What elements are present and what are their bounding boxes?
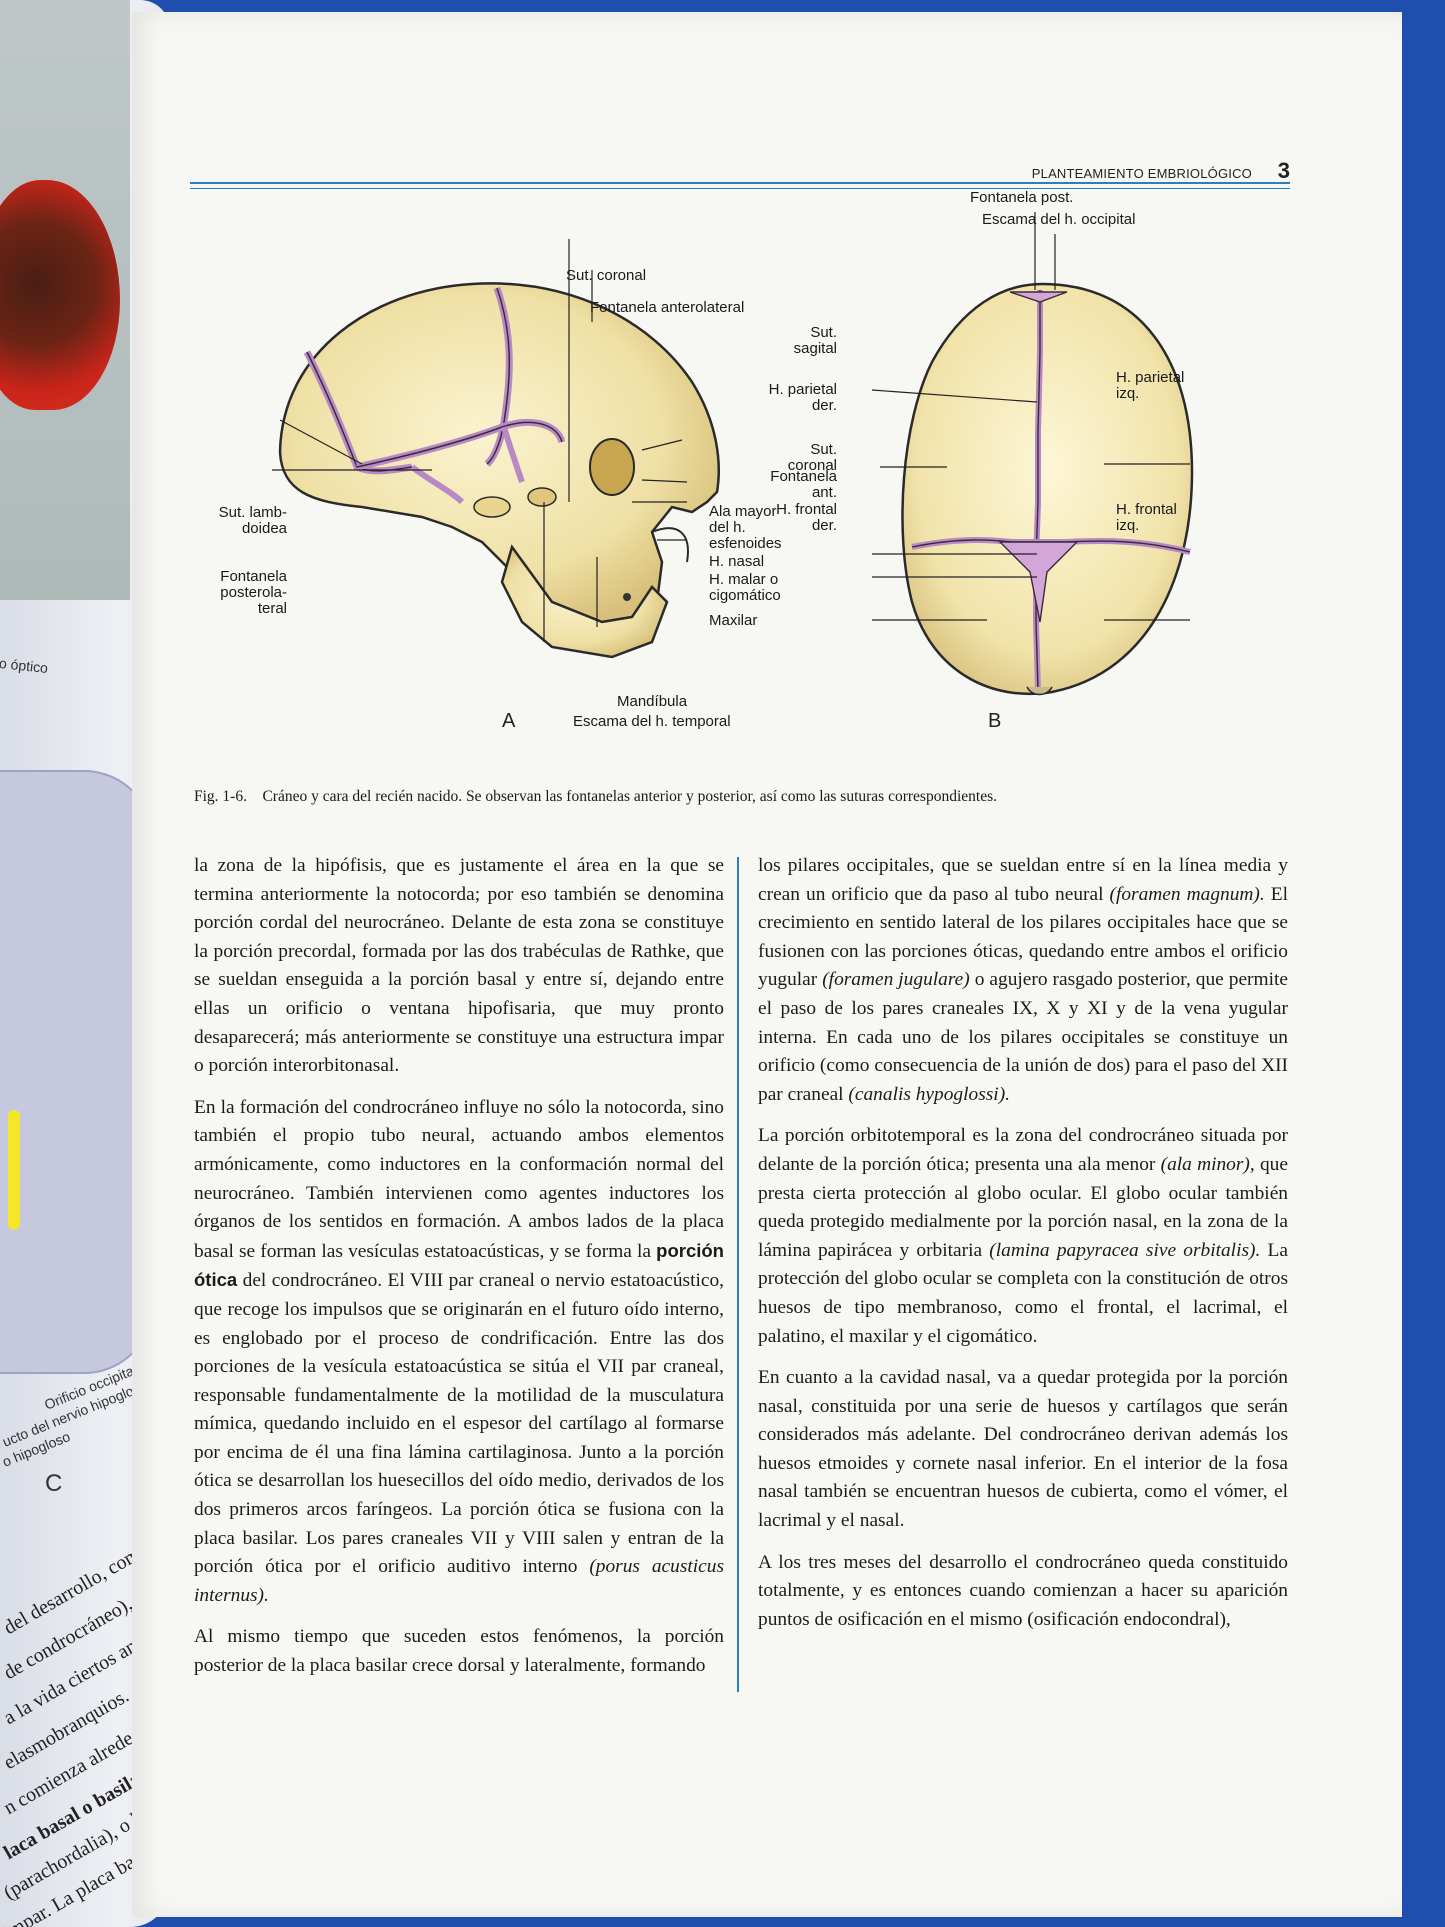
label-h-frontal-izq: H. frontal izq.	[1116, 501, 1177, 534]
latin-term: (foramen magnum).	[1109, 883, 1265, 905]
adjacent-panel-letter: C	[45, 1470, 63, 1497]
paragraph: A los tres meses del desarrollo el condr…	[758, 1551, 1288, 1630]
page-number: 3	[1277, 158, 1290, 183]
leader-lines-b	[871, 212, 1190, 621]
caption-text: Cráneo y cara del recién nacido. Se obse…	[262, 788, 997, 805]
label-maxilar: Maxilar	[709, 612, 758, 629]
header-rule	[190, 182, 1290, 184]
panel-letter-a: A	[502, 710, 516, 732]
running-head: PLANTEAMIENTO EMBRIOLÓGICO 3	[190, 152, 1290, 192]
label-sut-lambdoidea: Sut. lamb- doidea	[218, 504, 287, 537]
skull-superior-view	[901, 282, 1194, 696]
label-ala-mayor-esfenoides: Ala mayor del h. esfenoides	[709, 503, 782, 552]
specimen-image	[0, 180, 120, 410]
book-page: PLANTEAMIENTO EMBRIOLÓGICO 3	[132, 12, 1402, 1917]
label-sut-coronal: Sut. coronal	[566, 267, 647, 284]
caption-label: Fig. 1-6.	[194, 788, 247, 805]
text-column-right: los pilares occipitales, que se sueldan …	[758, 852, 1288, 1647]
text-column-left: la zona de la hipófisis, que es justamen…	[194, 852, 724, 1694]
figure-1-6: Sut. coronal Fontanela anterolateral Sut…	[132, 190, 1402, 802]
label-sut-coronal-b: Sut. coronal	[787, 441, 837, 474]
latin-term: (lamina papyracea sive orbitalis).	[989, 1239, 1261, 1261]
adjacent-diagram-highlight	[8, 1110, 20, 1230]
adjacent-label-optico: o óptico	[0, 655, 49, 677]
leader-lines-a	[272, 239, 688, 642]
paragraph: Al mismo tiempo que suceden estos fenóme…	[194, 1626, 724, 1677]
label-h-nasal: H. nasal	[709, 553, 765, 570]
label-escama-temporal: Escama del h. temporal	[573, 713, 731, 730]
bold-term: porción ótica	[194, 1239, 724, 1291]
label-h-parietal-izq: H. parietal izq.	[1116, 369, 1185, 402]
column-rule	[737, 857, 739, 1692]
paragraph: los pilares occipitales, que se sueldan …	[758, 855, 1288, 1105]
panel-letter-b: B	[988, 710, 1002, 732]
skull-illustrations	[272, 212, 1194, 696]
label-fontanela-anterolateral: Fontanela anterolateral	[590, 299, 745, 316]
paragraph: La porción orbitotemporal es la zona del…	[758, 1125, 1288, 1347]
paragraph: la zona de la hipófisis, que es justamen…	[194, 855, 724, 1077]
label-h-malar: H. malar o cigomático	[709, 571, 781, 604]
label-fontanela-post: Fontanela post.	[970, 189, 1074, 206]
label-fontanela-posterolateral: Fontanela posterola- teral	[220, 568, 287, 617]
label-mandibula: Mandíbula	[617, 693, 688, 710]
label-h-parietal-der: H. parietal der.	[768, 381, 837, 414]
latin-term: (porus acusticus internus).	[194, 1556, 724, 1606]
label-h-frontal-der: H. frontal der.	[776, 501, 837, 534]
latin-term: (ala minor),	[1160, 1153, 1255, 1175]
running-head-title: PLANTEAMIENTO EMBRIOLÓGICO	[1031, 166, 1252, 181]
figure-caption: Fig. 1-6. Cráneo y cara del recién nacid…	[194, 788, 1314, 806]
adjacent-diagram	[0, 770, 154, 1374]
label-sut-sagital: Sut. sagital	[793, 324, 837, 357]
latin-term: (canalis hypoglossi).	[848, 1083, 1010, 1105]
label-fontanela-ant: Fontanela ant.	[770, 468, 837, 501]
header-rule	[190, 188, 1290, 189]
paragraph: En la formación del condrocráneo influye…	[194, 1096, 724, 1606]
latin-term: (foramen jugulare)	[822, 969, 970, 991]
paragraph: En cuanto a la cavidad nasal, va a queda…	[758, 1367, 1288, 1532]
label-escama-occipital: Escama del h. occipital	[982, 211, 1136, 228]
